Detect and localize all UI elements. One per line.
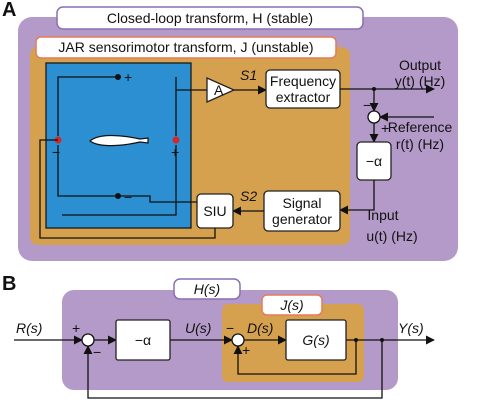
frequency-extractor-line1: Frequency xyxy=(270,73,336,89)
jar-title: JAR sensorimotor transform, J (unstable) xyxy=(58,39,313,55)
electrode-top-plus: + xyxy=(124,69,132,85)
stim-wire-right-b xyxy=(62,145,177,216)
siu-to-stim-top xyxy=(118,195,197,203)
sum-b2-plus: + xyxy=(242,342,250,358)
closed-loop-title-box xyxy=(56,6,364,30)
amplifier xyxy=(206,76,236,104)
amplifier-label: A xyxy=(214,82,224,98)
s1-label: S1 xyxy=(240,67,257,83)
electrode-right xyxy=(172,136,180,144)
stim-wire-bottom xyxy=(57,145,118,197)
y-label: Y(s) xyxy=(398,320,424,336)
sum-b1-plus: + xyxy=(72,320,80,336)
output-label-line2: y(t) (Hz) xyxy=(395,73,446,89)
input-label-line2: u(t) (Hz) xyxy=(366,228,417,244)
h-label-box xyxy=(173,278,241,300)
d-label: D(s) xyxy=(247,320,273,336)
j-label: J(s) xyxy=(279,297,303,313)
electrode-left-minus: − xyxy=(52,144,60,160)
gain-label-a: −α xyxy=(366,153,382,169)
inner-feedback-wire xyxy=(233,340,357,375)
sum-a-plus: + xyxy=(381,120,389,136)
reference-label-line1: Reference xyxy=(388,119,453,135)
gain-label-b: −α xyxy=(135,332,151,348)
sum-b2-minus: − xyxy=(226,320,234,336)
s2-label: S2 xyxy=(240,188,257,204)
h-label: H(s) xyxy=(194,281,220,297)
siu-to-stim-bottom xyxy=(39,139,216,239)
j-label-box xyxy=(261,294,323,316)
closed-loop-title: Closed-loop transform, H (stable) xyxy=(107,10,313,26)
outer-feedback-wire xyxy=(83,340,383,399)
electrode-right-plus: + xyxy=(171,144,179,160)
electrode-top xyxy=(115,74,121,80)
output-label-line1: Output xyxy=(399,57,441,73)
fish-icon xyxy=(89,134,149,147)
signal-generator-line2: generator xyxy=(272,211,332,227)
g-label: G(s) xyxy=(302,332,329,348)
recording-wire-left xyxy=(57,76,118,136)
electrode-bottom-minus: − xyxy=(124,189,132,205)
gain-to-generator-wire xyxy=(339,180,375,215)
jar-title-box xyxy=(35,36,337,59)
reference-label-line2: r(t) (Hz) xyxy=(396,136,444,152)
panel-b-letter: B xyxy=(2,273,16,295)
u-label: U(s) xyxy=(185,320,211,336)
panel-a-letter: A xyxy=(2,0,16,21)
frequency-extractor-line2: extractor xyxy=(276,89,331,105)
r-label: R(s) xyxy=(16,320,42,336)
input-label-line1: Input xyxy=(367,207,398,223)
sum-b1-minus: − xyxy=(93,344,101,360)
signal-generator-line1: Signal xyxy=(283,195,322,211)
sum-a-minus: − xyxy=(363,97,371,113)
siu-label: SIU xyxy=(203,203,226,219)
